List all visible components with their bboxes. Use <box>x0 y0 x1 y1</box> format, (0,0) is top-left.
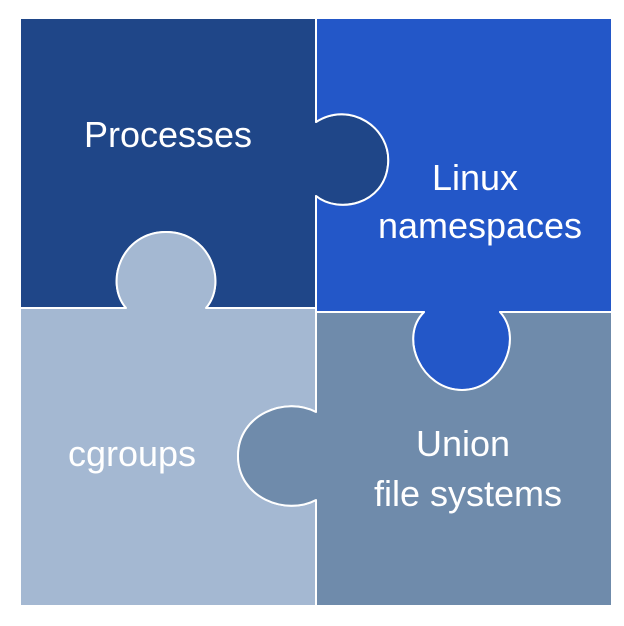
label-processes: Processes <box>84 114 252 155</box>
label-linux-namespaces-line-2: namespaces <box>378 205 582 246</box>
label-union-file-systems-line-1: Union <box>416 423 510 464</box>
label-processes-line-1: Processes <box>84 114 252 155</box>
label-union-file-systems-line-2: file systems <box>374 473 562 514</box>
label-linux-namespaces-line-1: Linux <box>432 157 518 198</box>
label-cgroups-line-1: cgroups <box>68 433 196 474</box>
puzzle-piece-union-file-systems <box>237 311 613 607</box>
label-cgroups: cgroups <box>68 433 196 474</box>
label-linux-namespaces: Linux namespaces <box>378 157 582 246</box>
label-union-file-systems: Union file systems <box>374 423 562 514</box>
